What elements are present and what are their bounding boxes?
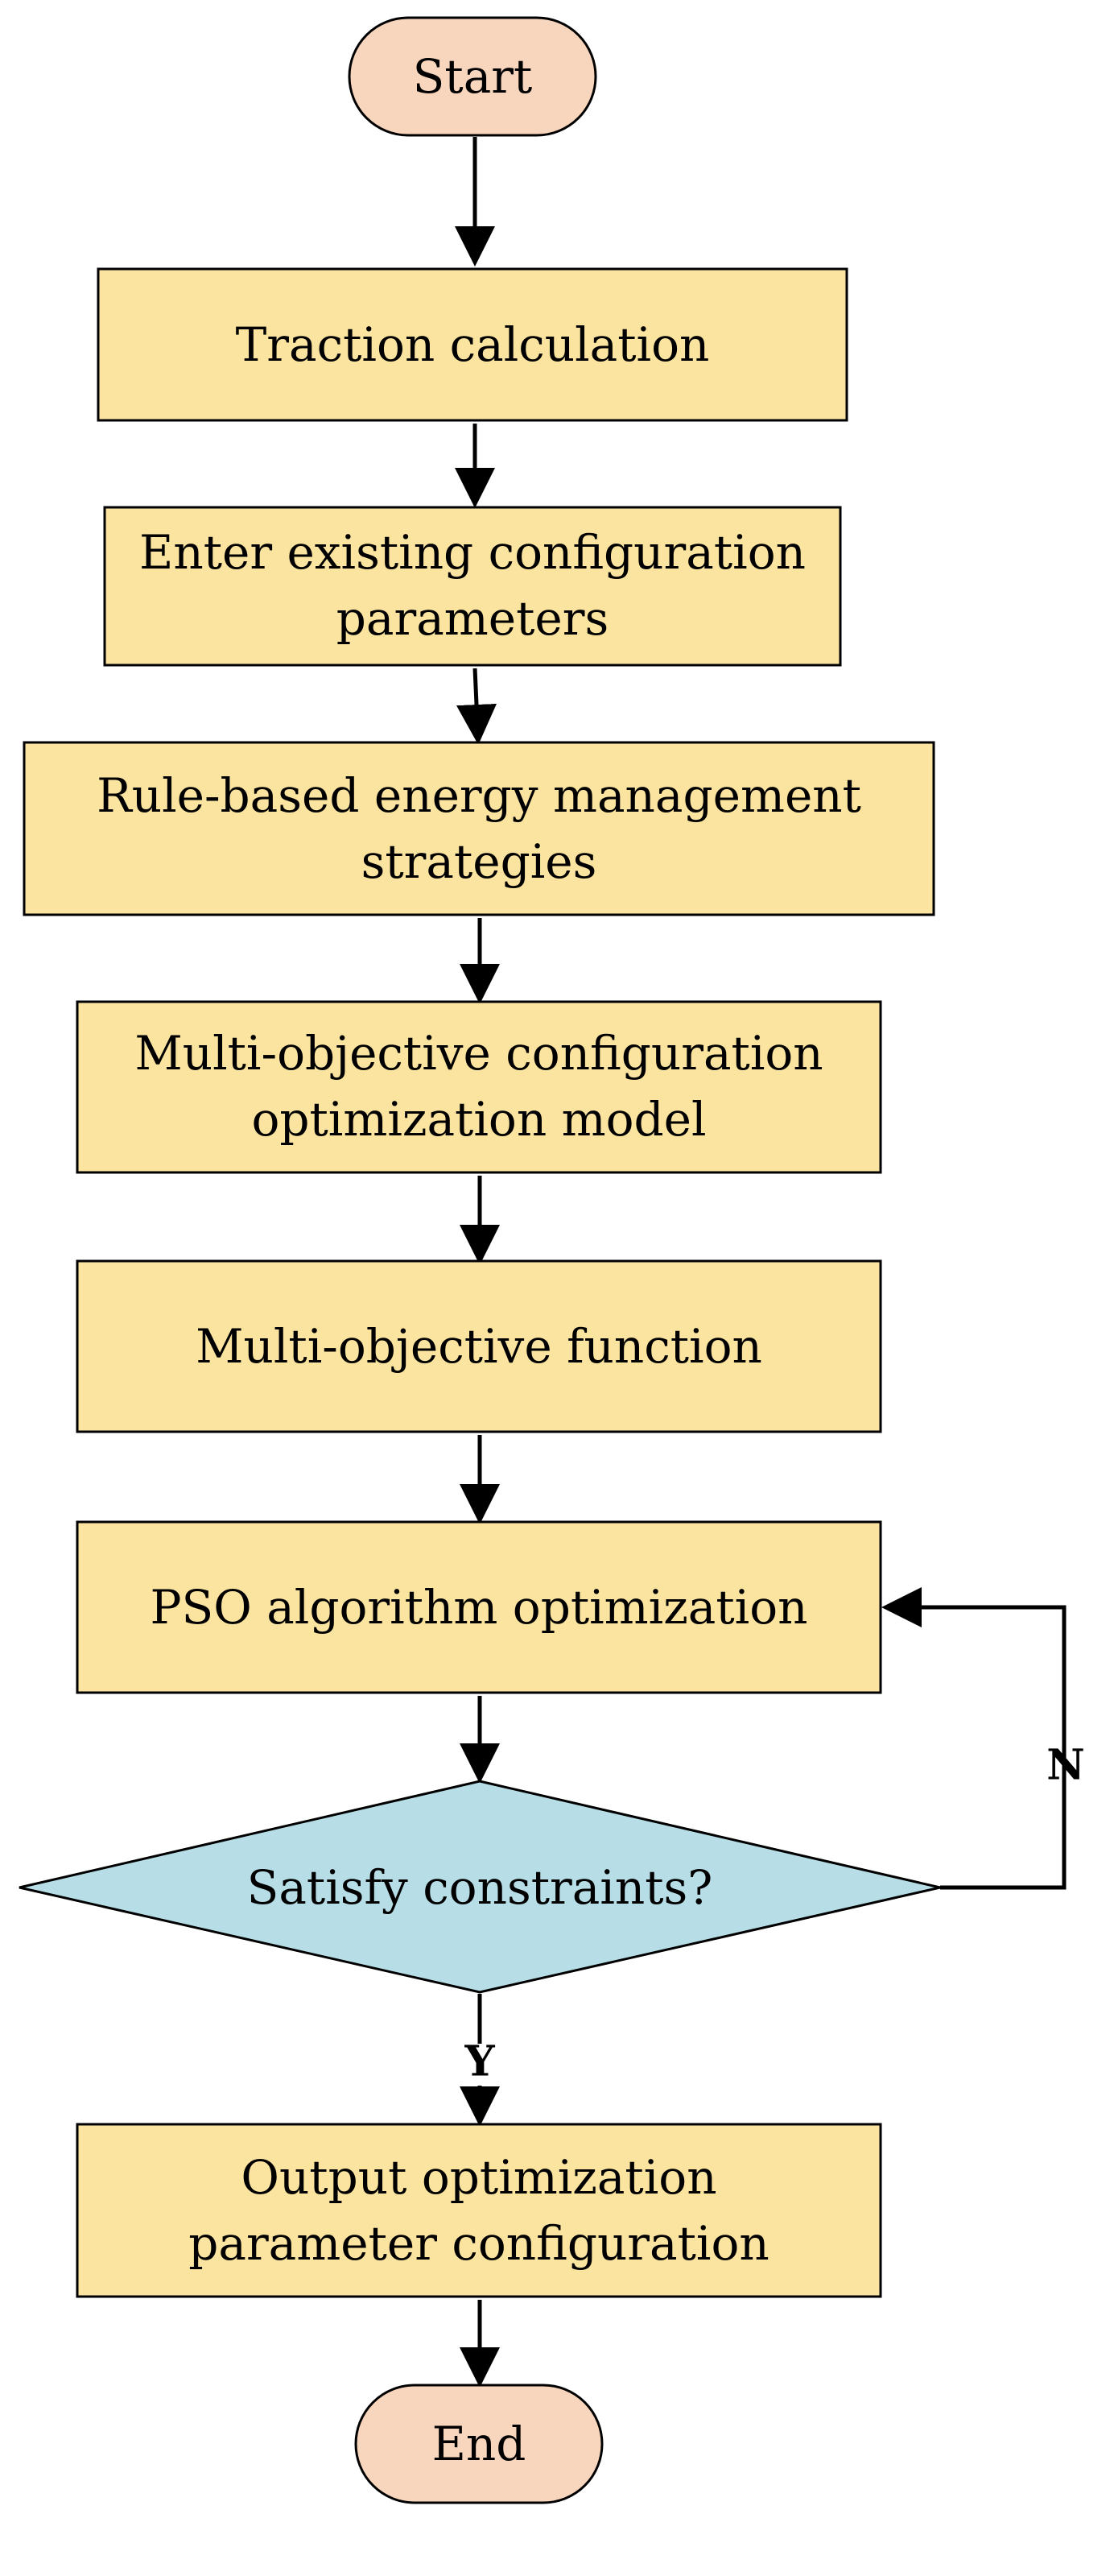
start-label: Start <box>413 49 533 104</box>
output-configuration-box: Output optimization parameter configurat… <box>76 2123 882 2298</box>
arrow-decision-no-loop <box>881 1587 1067 1890</box>
constraints-decision: Satisfy constraints? <box>19 1780 941 1994</box>
enter-label-line1: Enter existing configuration <box>139 525 806 580</box>
pso-shape <box>76 1520 882 1694</box>
end-shape <box>354 2384 604 2504</box>
edge-label-yes: Y <box>464 2037 495 2086</box>
connectors <box>455 137 1067 2388</box>
edge-label-no: N <box>1046 1741 1085 1790</box>
end-label: End <box>432 2417 526 2471</box>
objective-function-box: Multi-objective function <box>76 1259 882 1433</box>
optimization-model-box: Multi-objective configuration optimizati… <box>76 1000 882 1174</box>
enter-label-line2: parameters <box>336 591 609 646</box>
func-shape <box>76 1259 882 1433</box>
model-label-line1: Multi-objective configuration <box>134 1026 823 1081</box>
pso-label: PSO algorithm optimization <box>150 1580 807 1635</box>
output-label-line2: parameter configuration <box>188 2216 769 2271</box>
traction-shape <box>97 267 848 422</box>
func-label: Multi-objective function <box>196 1319 762 1374</box>
enter-parameters-box: Enter existing configuration parameters <box>103 506 842 667</box>
output-shape <box>76 2123 882 2298</box>
pso-optimization-box: PSO algorithm optimization <box>76 1520 882 1694</box>
start-terminal: Start <box>348 16 597 137</box>
end-terminal: End <box>354 2384 604 2504</box>
rule-label-line1: Rule-based energy management <box>97 768 861 823</box>
traction-label: Traction calculation <box>236 317 710 372</box>
decision-label: Satisfy constraints? <box>247 1860 713 1915</box>
enter-shape <box>103 506 842 667</box>
arrow-enter-to-rule <box>456 668 497 745</box>
rule-shape <box>23 741 935 916</box>
rule-based-strategy-box: Rule-based energy management strategies <box>23 741 935 916</box>
output-label-line1: Output optimization <box>241 2150 716 2205</box>
start-shape <box>348 16 597 137</box>
traction-calculation-box: Traction calculation <box>97 267 848 422</box>
model-label-line2: optimization model <box>251 1092 706 1147</box>
decision-shape <box>19 1780 941 1994</box>
rule-label-line2: strategies <box>361 834 597 889</box>
model-shape <box>76 1000 882 1174</box>
